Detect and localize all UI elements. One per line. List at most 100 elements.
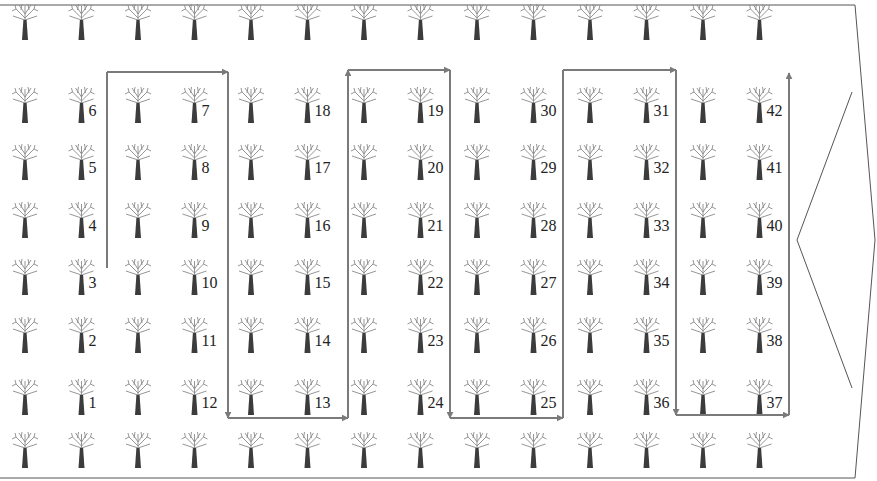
tree-icon bbox=[238, 202, 264, 238]
tree-branch bbox=[21, 259, 22, 265]
tree-branch bbox=[12, 384, 16, 386]
tree-branch bbox=[91, 384, 95, 386]
tree-branch bbox=[750, 318, 751, 322]
tree-branch bbox=[412, 9, 421, 18]
tree-branch bbox=[468, 92, 477, 101]
tree-branch bbox=[238, 322, 242, 324]
tree-branch bbox=[643, 379, 644, 385]
tree-branch bbox=[295, 322, 299, 324]
tree-trunk bbox=[192, 218, 198, 238]
tree-branch bbox=[525, 9, 534, 18]
tree-icon bbox=[12, 259, 38, 295]
tree-branch bbox=[530, 432, 531, 438]
tree-branch bbox=[12, 437, 16, 439]
tree-branch bbox=[521, 149, 525, 151]
tree-trunk bbox=[192, 275, 198, 295]
tree-branch bbox=[599, 437, 603, 439]
tree-icon bbox=[351, 432, 377, 468]
tree-branch bbox=[352, 214, 364, 218]
tree-branch bbox=[706, 4, 707, 10]
tree-branch bbox=[69, 437, 73, 439]
tree-branch bbox=[125, 264, 129, 266]
tree-branch bbox=[195, 149, 204, 158]
tree-branch bbox=[78, 259, 79, 265]
tree-branch bbox=[409, 271, 421, 275]
tree-branch bbox=[76, 145, 82, 154]
tree-branch bbox=[129, 149, 138, 158]
tree-branch bbox=[750, 203, 751, 207]
tree-branch bbox=[138, 264, 147, 273]
tree-branch bbox=[69, 322, 73, 324]
tree-branch bbox=[204, 9, 208, 11]
tree-trunk bbox=[757, 275, 763, 295]
tree-branch bbox=[364, 5, 370, 14]
tree-branch bbox=[308, 264, 317, 273]
tree-branch bbox=[254, 4, 255, 10]
tree-branch bbox=[703, 88, 709, 97]
tree-branch bbox=[769, 433, 770, 437]
tree-branch bbox=[421, 384, 430, 393]
tree-branch bbox=[12, 149, 16, 151]
tree-branch bbox=[486, 437, 490, 439]
tree-branch bbox=[421, 207, 430, 216]
tree-branch bbox=[317, 207, 321, 209]
tree-branch bbox=[373, 433, 374, 437]
tree-branch bbox=[693, 433, 694, 437]
tree-branch bbox=[82, 433, 88, 442]
tree-branch bbox=[578, 271, 590, 275]
tree-branch bbox=[421, 88, 427, 97]
tree-branch bbox=[430, 433, 431, 437]
tree-branch bbox=[254, 379, 255, 385]
tree-branch bbox=[134, 202, 135, 208]
tree-branch bbox=[411, 380, 412, 384]
tree-branch bbox=[247, 259, 248, 265]
tree-branch bbox=[308, 149, 317, 158]
tree-branch bbox=[128, 260, 129, 264]
tree-branch bbox=[147, 92, 151, 94]
tree-branch bbox=[299, 9, 308, 18]
tree-trunk bbox=[418, 275, 424, 295]
tree-branch bbox=[763, 202, 764, 208]
tree-branch bbox=[317, 88, 318, 92]
tree-branch bbox=[15, 260, 16, 264]
tree-branch bbox=[543, 437, 547, 439]
tree-branch bbox=[703, 207, 712, 216]
tree-branch bbox=[409, 156, 421, 160]
tree-branch bbox=[182, 384, 186, 386]
tree-branch bbox=[699, 4, 700, 10]
tree-branch bbox=[486, 433, 487, 437]
tree-branch bbox=[132, 260, 138, 269]
tree-branch bbox=[241, 318, 242, 322]
tree-branch bbox=[656, 149, 660, 151]
tree-branch bbox=[304, 317, 305, 323]
tree-branch bbox=[691, 16, 703, 20]
tree-branch bbox=[408, 437, 412, 439]
tree-branch bbox=[129, 207, 138, 216]
tree-branch bbox=[690, 264, 694, 266]
tree-branch bbox=[260, 203, 261, 207]
tree-branch bbox=[486, 260, 487, 264]
tree-branch bbox=[699, 379, 700, 385]
tree-branch bbox=[358, 318, 364, 327]
tree-branch bbox=[129, 437, 138, 446]
tree-branch bbox=[352, 444, 364, 448]
tree-icon bbox=[125, 432, 151, 468]
tree-branch bbox=[524, 380, 525, 384]
tree-branch bbox=[760, 433, 766, 442]
tree-branch bbox=[364, 92, 373, 101]
tree-branch bbox=[72, 318, 73, 322]
tree-branch bbox=[524, 88, 525, 92]
tree-branch bbox=[747, 9, 751, 11]
tree-trunk bbox=[531, 395, 537, 415]
tree-branch bbox=[239, 444, 251, 448]
tree-branch bbox=[260, 380, 261, 384]
tree-branch bbox=[69, 264, 73, 266]
tree-branch bbox=[183, 329, 195, 333]
tree-branch bbox=[543, 145, 544, 149]
tree-trunk bbox=[757, 333, 763, 353]
tree-branch bbox=[147, 318, 148, 322]
tree-branch bbox=[537, 87, 538, 93]
tree-branch bbox=[477, 16, 489, 20]
tree-branch bbox=[195, 203, 201, 212]
tree-branch bbox=[656, 260, 657, 264]
